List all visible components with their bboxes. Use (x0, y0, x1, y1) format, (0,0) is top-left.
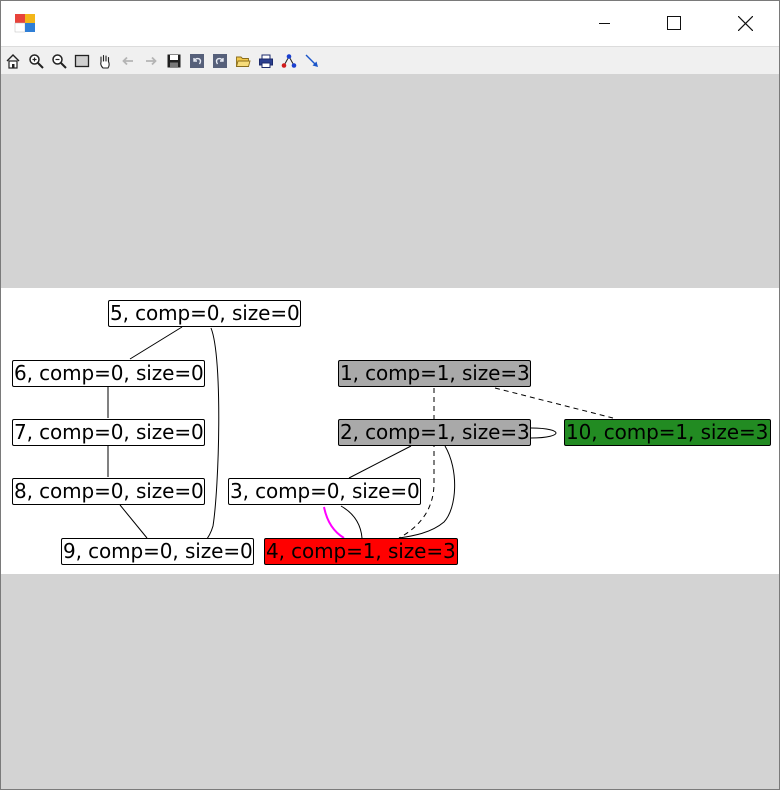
home-icon (6, 53, 19, 69)
graph-node-5[interactable]: 5, comp=0, size=0 (108, 300, 301, 327)
edge-1-10[interactable] (494, 387, 614, 419)
edge-5-6[interactable] (129, 326, 183, 360)
undo-button[interactable] (187, 51, 206, 70)
save-button[interactable] (164, 51, 183, 70)
redo-icon (212, 53, 227, 68)
graph-edges (107, 326, 614, 552)
home-button[interactable] (3, 51, 22, 70)
print-button[interactable] (256, 51, 275, 70)
minimize-icon (599, 23, 610, 24)
open-folder-button[interactable] (233, 51, 252, 70)
edge-arrow-icon (305, 54, 318, 67)
minimize-button[interactable] (582, 1, 628, 45)
layout-graph-icon (281, 53, 296, 68)
edge-3-4[interactable] (340, 505, 363, 539)
graph-node-8[interactable]: 8, comp=0, size=0 (12, 478, 205, 505)
edge-1-4[interactable] (398, 388, 435, 539)
redo-button[interactable] (210, 51, 229, 70)
back-arrow-icon (121, 56, 133, 65)
graph-node-3[interactable]: 3, comp=0, size=0 (228, 478, 421, 505)
graph-node-7[interactable]: 7, comp=0, size=0 (12, 419, 205, 446)
zoom-in-icon (28, 53, 44, 69)
graph-viewer-canvas[interactable]: 5, comp=0, size=0 6, comp=0, size=0 7, c… (1, 74, 779, 789)
zoom-in-button[interactable] (26, 51, 45, 70)
forward-arrow-icon (145, 56, 157, 65)
app-icon (14, 13, 36, 33)
layout-graph-button[interactable] (279, 51, 298, 70)
open-folder-icon (235, 56, 251, 67)
graph-node-6[interactable]: 6, comp=0, size=0 (12, 360, 205, 387)
edge-button[interactable] (302, 51, 321, 70)
edge-2-3[interactable] (348, 445, 412, 479)
maximize-icon (667, 16, 681, 30)
edge-3-4-highlight[interactable] (323, 506, 345, 539)
save-icon (167, 54, 180, 67)
edge-2-10[interactable] (530, 427, 557, 439)
zoom-window-icon (74, 54, 89, 67)
edge-8-9[interactable] (119, 504, 148, 539)
pan-hand-icon (99, 54, 110, 69)
pan-button[interactable] (95, 51, 114, 70)
undo-icon (189, 53, 204, 68)
close-icon (737, 15, 753, 31)
edge-2-4[interactable] (398, 445, 456, 539)
back-button[interactable] (118, 51, 137, 70)
graph-node-10[interactable]: 10, comp=1, size=3 (564, 419, 771, 446)
zoom-window-button[interactable] (72, 51, 91, 70)
graph-node-2[interactable]: 2, comp=1, size=3 (338, 419, 531, 446)
forward-button[interactable] (141, 51, 160, 70)
toolbar (1, 46, 779, 74)
maximize-button[interactable] (651, 1, 697, 45)
zoom-out-icon (51, 53, 67, 69)
graph-node-9[interactable]: 9, comp=0, size=0 (61, 538, 254, 565)
title-bar[interactable] (1, 1, 779, 45)
zoom-out-button[interactable] (49, 51, 68, 70)
graph-node-1[interactable]: 1, comp=1, size=3 (338, 360, 531, 387)
graph-drawing-area[interactable]: 5, comp=0, size=0 6, comp=0, size=0 7, c… (1, 288, 779, 574)
print-icon (258, 54, 273, 68)
close-button[interactable] (722, 1, 768, 45)
graph-node-4[interactable]: 4, comp=1, size=3 (264, 538, 458, 565)
